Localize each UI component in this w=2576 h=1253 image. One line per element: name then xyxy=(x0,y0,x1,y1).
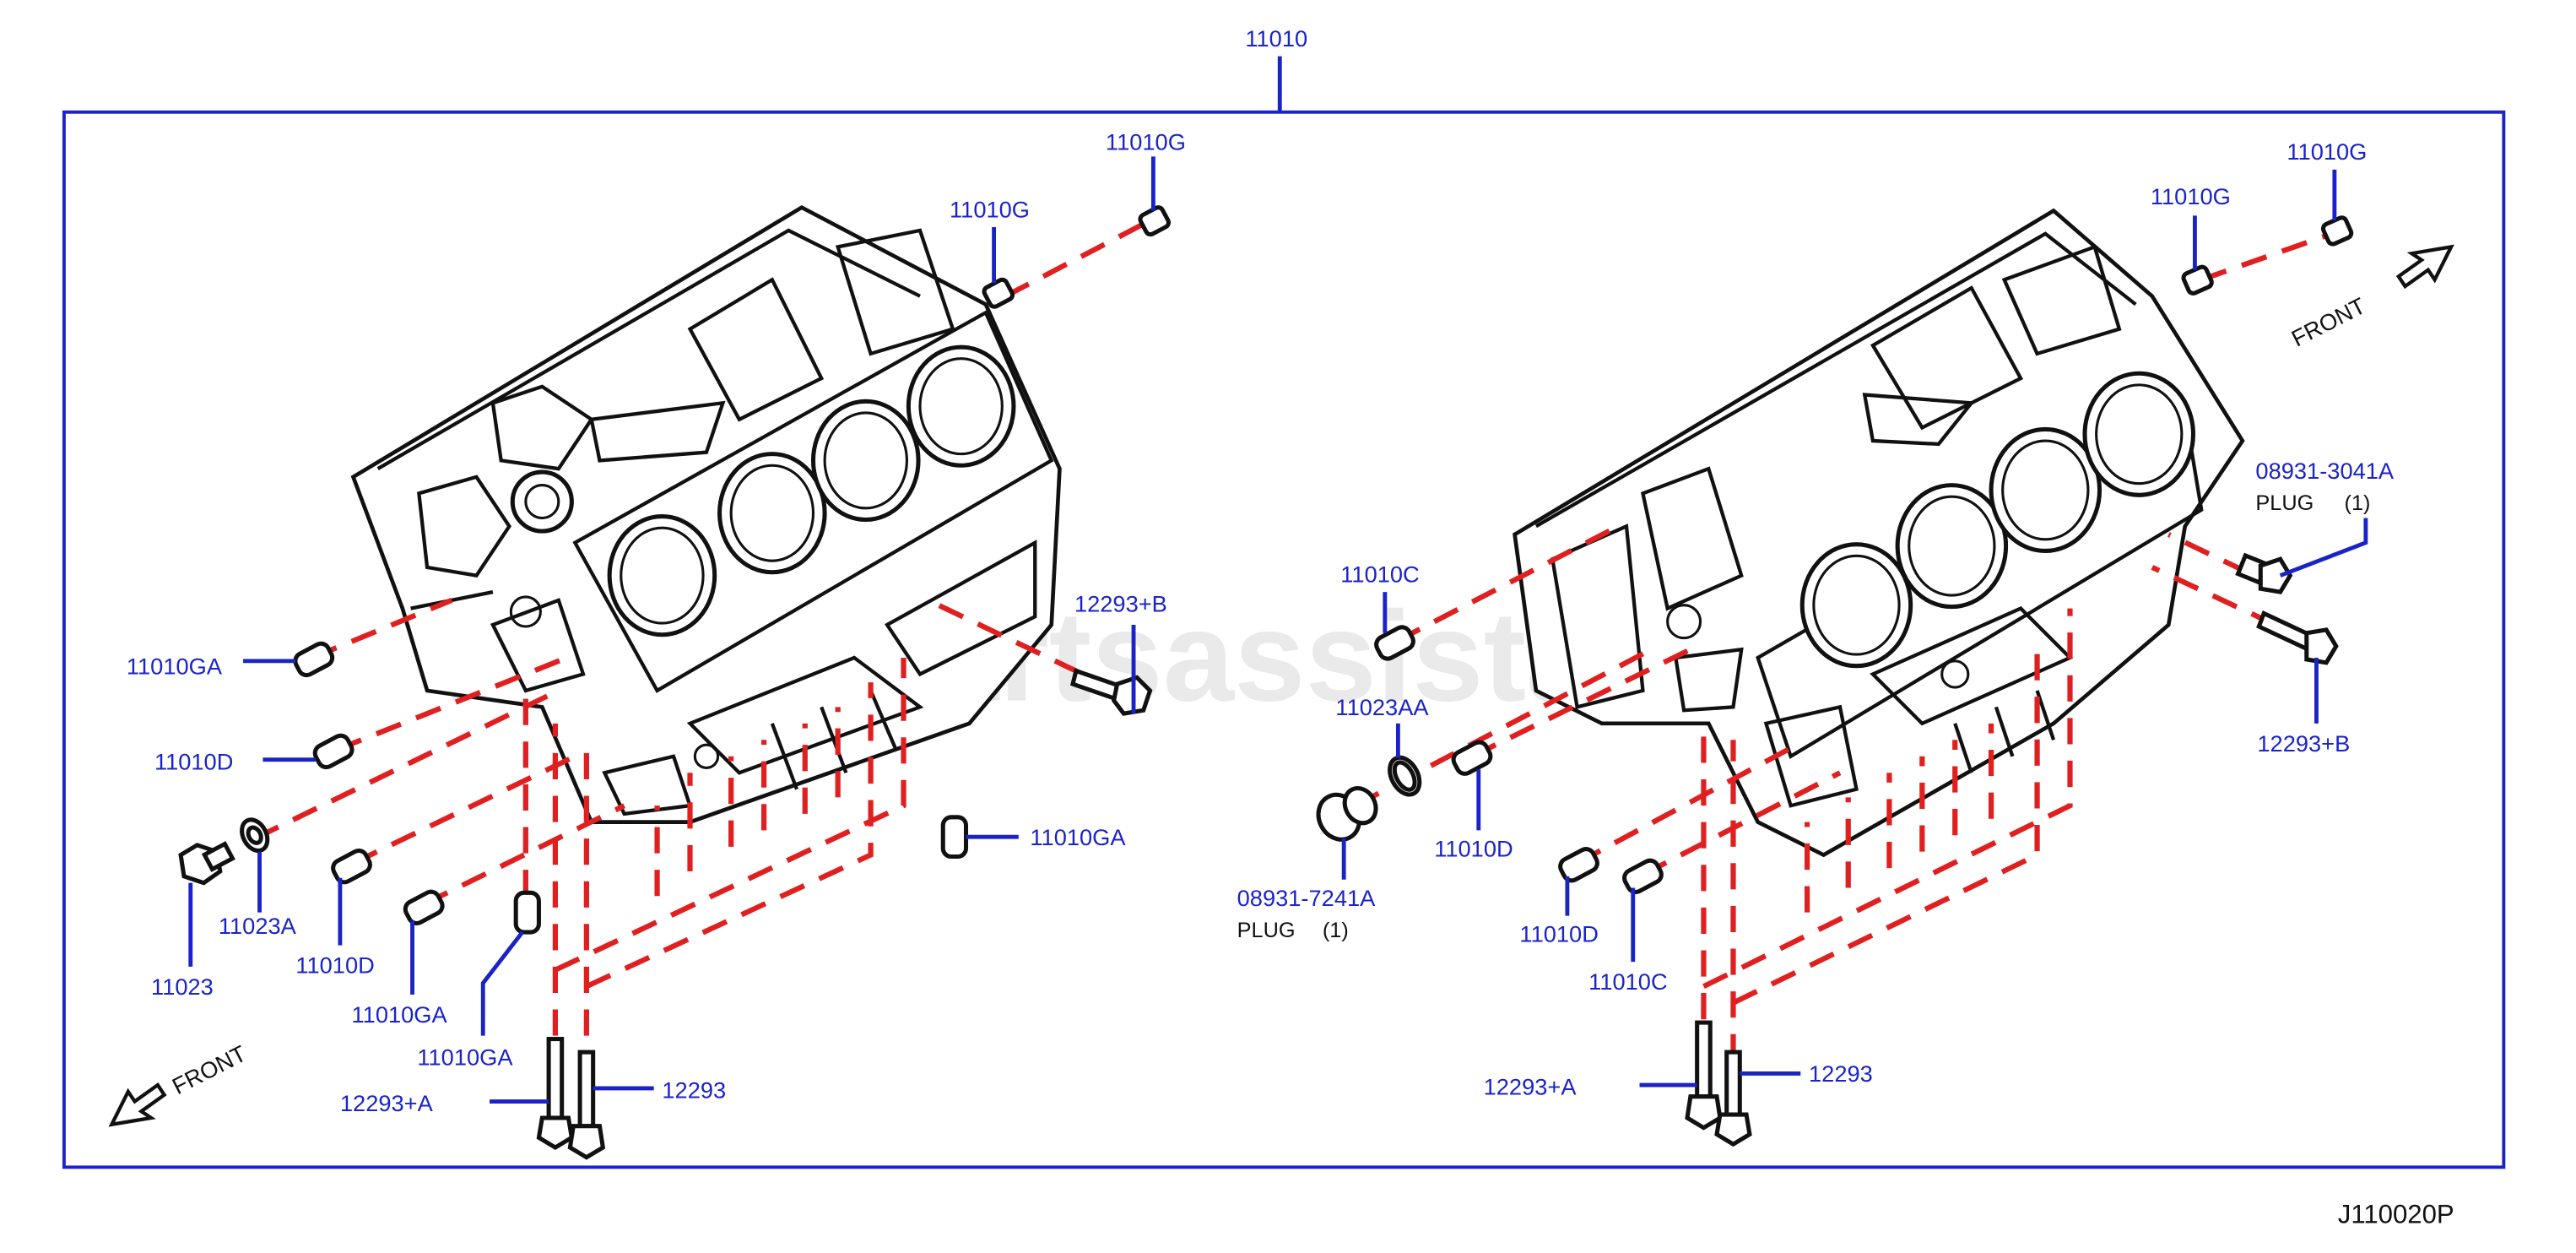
engine-block-right xyxy=(1513,208,2245,858)
plug-7241a-qty: (1) xyxy=(1323,919,1349,942)
front-label-left: FRONT xyxy=(168,1040,251,1099)
label-11010d-mid-right[interactable]: 11010D xyxy=(1434,836,1513,862)
label-12293-right[interactable]: 12293 xyxy=(1809,1060,1873,1087)
assembly-frame xyxy=(62,110,2506,1169)
label-11010ga-low1[interactable]: 11010GA xyxy=(352,1001,448,1028)
plug-3041a-qty: (1) xyxy=(2345,491,2371,515)
label-11010d-left[interactable]: 11010D xyxy=(154,748,233,774)
dowel-11010d-mid-right xyxy=(1451,740,1493,776)
front-arrow-right: FRONT xyxy=(2287,244,2454,351)
engine-block-left xyxy=(350,204,1062,824)
label-11010g-top-left[interactable]: 11010G xyxy=(1106,129,1186,155)
washer-11023a xyxy=(240,817,270,854)
dowel-11010g-top-right xyxy=(2320,215,2354,247)
dowel-11010ga-right xyxy=(940,815,969,860)
bolt-12293-left xyxy=(567,1050,606,1160)
callouts-right: 11010G 11010G 11010C 11023AA 11010D 0893… xyxy=(1237,138,2395,1100)
front-label-right: FRONT xyxy=(2287,292,2370,351)
dowel-11010g-top xyxy=(1138,205,1172,237)
dowel-11010c-top xyxy=(1374,625,1415,661)
label-11010d-low[interactable]: 11010D xyxy=(295,952,374,979)
dowel-11010d-low-right xyxy=(1558,847,1599,883)
label-08931-3041a[interactable]: 08931-3041A xyxy=(2255,458,2394,484)
dowel-11010g-mid-right xyxy=(2181,264,2214,296)
label-11010ga-right[interactable]: 11010GA xyxy=(1030,824,1126,850)
label-11010g-top-right[interactable]: 11010G xyxy=(2286,138,2367,165)
label-12293a-left[interactable]: 12293+A xyxy=(340,1090,434,1116)
label-11023[interactable]: 11023 xyxy=(151,974,214,1000)
label-12293b-left[interactable]: 12293+B xyxy=(1074,590,1167,616)
label-11023aa[interactable]: 11023AA xyxy=(1335,694,1429,720)
label-08931-7241a[interactable]: 08931-7241A xyxy=(1237,885,1376,911)
dowel-11010d-left xyxy=(312,733,354,770)
label-11010ga-left[interactable]: 11010GA xyxy=(127,653,223,679)
plug-3041a-text: PLUG xyxy=(2255,491,2314,515)
bolt-12293b-left xyxy=(1070,668,1153,716)
label-11023a[interactable]: 11023A xyxy=(219,913,297,939)
alignment-lines-right xyxy=(1354,227,2342,1060)
assembly-part-number[interactable]: 11010 xyxy=(1245,25,1307,52)
label-11010c-low[interactable]: 11010C xyxy=(1588,968,1667,995)
oring-11023aa xyxy=(1388,755,1422,797)
label-11010c-top[interactable]: 11010C xyxy=(1340,561,1419,587)
label-11010ga-low2[interactable]: 11010GA xyxy=(417,1044,513,1071)
label-11010g-mid-right[interactable]: 11010G xyxy=(2151,183,2231,209)
label-11010d-low-right[interactable]: 11010D xyxy=(1519,921,1598,947)
callouts-left: 11010G 11010G 11010GA 11010D 12293+B 110… xyxy=(127,129,1186,1117)
dowel-11010c-low xyxy=(1622,858,1664,895)
plug-08931-3041a xyxy=(2235,552,2293,594)
label-12293b-right[interactable]: 12293+B xyxy=(2257,730,2350,757)
dowel-11010g-mid xyxy=(982,277,1015,309)
bolt-12293a-right xyxy=(1685,1020,1723,1131)
bolt-12293-right xyxy=(1714,1050,1752,1147)
drain-plug-11023 xyxy=(178,841,235,886)
dowel-11010ga-left xyxy=(293,641,335,678)
front-arrow-left: FRONT xyxy=(108,1040,251,1127)
dowel-11010ga-low2 xyxy=(513,890,541,935)
bolt-12293a-left xyxy=(536,1037,575,1150)
plug-7241a-text: PLUG xyxy=(1237,919,1296,942)
diagram-code: J110020P xyxy=(2338,1200,2454,1229)
alignment-lines-left xyxy=(253,218,1151,1036)
plug-08931-7241a xyxy=(1316,786,1378,842)
dowel-11010d-low xyxy=(331,848,372,885)
dowel-11010ga-low1 xyxy=(403,889,445,926)
label-11010g-mid-left[interactable]: 11010G xyxy=(950,196,1030,222)
label-12293-left[interactable]: 12293 xyxy=(662,1077,726,1104)
label-12293a-right[interactable]: 12293+A xyxy=(1484,1074,1578,1100)
bolt-12293b-right xyxy=(2256,610,2339,665)
